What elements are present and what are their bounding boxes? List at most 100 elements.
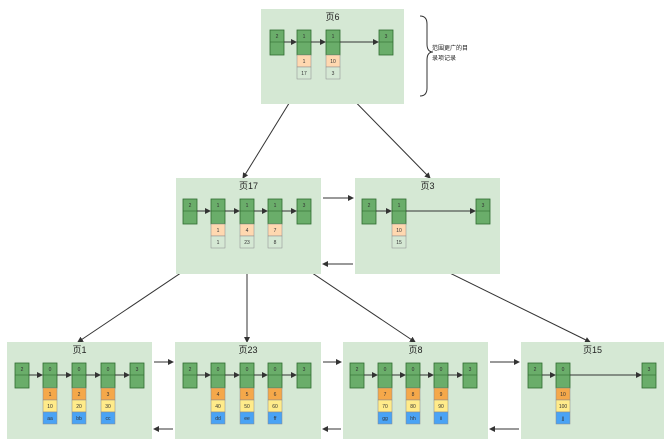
page6-title: 页6 (325, 12, 339, 22)
record-header: 0 (246, 367, 249, 373)
record-cell-text: 30 (105, 404, 111, 410)
record-header: 3 (136, 367, 139, 373)
record-header: 2 (189, 203, 192, 209)
record-box (296, 198, 312, 225)
record-box (475, 198, 491, 225)
record-cell (267, 411, 283, 425)
page3-record-2: 3 (406, 198, 491, 225)
record-cell-text: 2 (78, 392, 81, 398)
page8-title: 页8 (408, 345, 422, 355)
record-header: 0 (440, 367, 443, 373)
record-cell (405, 411, 421, 425)
page1-record-0: 2 (14, 362, 30, 389)
record-box (641, 362, 657, 389)
page15-background (521, 342, 664, 439)
record-cell (210, 411, 226, 425)
record-cell (325, 66, 341, 80)
record-cell-text: gg (382, 416, 388, 422)
range-note: 范围更广的目 录项记录 (419, 15, 468, 97)
record-header: 1 (303, 34, 306, 40)
record-cell (555, 411, 571, 425)
record-cell-text: 10 (396, 228, 402, 234)
record-cell-text: bb (76, 416, 82, 422)
page3-background (355, 178, 500, 274)
page17-record-1: 1 1 1 (197, 198, 226, 249)
page8-record-4: 3 (448, 362, 478, 389)
record-cell-text: 1 (49, 392, 52, 398)
page1-title: 页1 (72, 345, 86, 355)
page23-record-0: 2 (182, 362, 198, 389)
record-cell-text: 1 (303, 59, 306, 65)
record-cell-text: 60 (272, 404, 278, 410)
record-header: 2 (21, 367, 24, 373)
record-cell-text: 15 (396, 240, 402, 246)
record-header: 0 (384, 367, 387, 373)
links-layer (77, 78, 591, 432)
record-header: 3 (648, 367, 651, 373)
page17-record-4: 3 (282, 198, 312, 225)
record-cell-text: 90 (438, 404, 444, 410)
record-header: 0 (78, 367, 81, 373)
record-cell-text: 10 (330, 59, 336, 65)
page15-record-0: 2 (527, 362, 543, 389)
record-box (296, 362, 312, 389)
record-cell (100, 411, 116, 425)
record-box (129, 362, 145, 389)
record-cell-text: 1 (217, 240, 220, 246)
record-box (462, 362, 478, 389)
record-header: 1 (217, 203, 220, 209)
record-header: 0 (49, 367, 52, 373)
page6-record-3: 3 (340, 29, 394, 56)
record-cell-text: aa (47, 416, 53, 422)
record-cell-text: dd (215, 416, 221, 422)
record-cell (239, 411, 255, 425)
record-cell-text: 1 (217, 228, 220, 234)
record-cell-text: 6 (274, 392, 277, 398)
record-cell-text: 9 (440, 392, 443, 398)
record-header: 2 (534, 367, 537, 373)
page15-title: 页15 (583, 345, 602, 355)
record-cell (296, 66, 312, 80)
page3-record-0: 2 (361, 198, 377, 225)
record-cell (71, 411, 87, 425)
record-cell-text: 8 (412, 392, 415, 398)
page1-record-4: 3 (115, 362, 145, 389)
record-header: 3 (385, 34, 388, 40)
record-header: 2 (368, 203, 371, 209)
page23-title: 页23 (238, 345, 257, 355)
record-cell-text: 10 (560, 392, 566, 398)
record-header: 1 (332, 34, 335, 40)
note-line-2: 录项记录 (432, 54, 456, 62)
record-cell-text: hh (410, 416, 416, 422)
record-header: 0 (412, 367, 415, 373)
page23-record-2: 0 5 50 ee (225, 362, 255, 425)
record-cell-text: 100 (559, 404, 568, 410)
record-cell-text: 50 (244, 404, 250, 410)
record-header: 0 (217, 367, 220, 373)
record-cell-text: ee (244, 416, 250, 422)
record-cell (267, 235, 283, 249)
record-cell (42, 411, 58, 425)
record-cell-text: 3 (107, 392, 110, 398)
record-cell-text: 7 (384, 392, 387, 398)
record-cell-text: 70 (382, 404, 388, 410)
record-cell-text: 4 (246, 228, 249, 234)
record-box (378, 29, 394, 56)
record-cell-text: 23 (244, 240, 250, 246)
record-cell (210, 235, 226, 249)
record-cell-text: cc (106, 416, 112, 422)
record-cell-text: 40 (215, 404, 221, 410)
record-cell-text: 5 (246, 392, 249, 398)
